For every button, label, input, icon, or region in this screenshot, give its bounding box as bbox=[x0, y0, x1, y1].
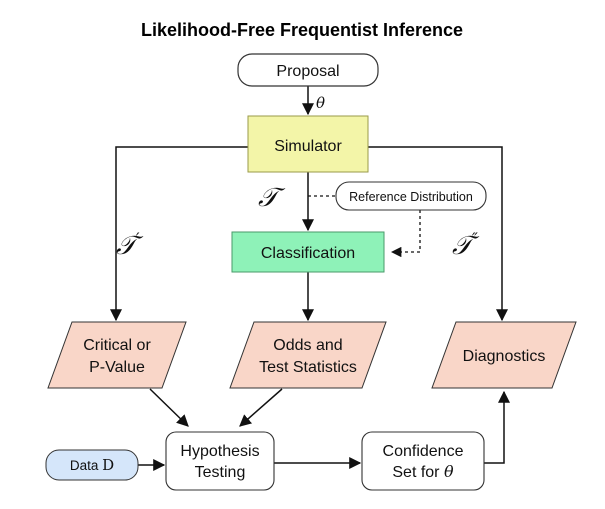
edge-label-theta: θ bbox=[316, 94, 325, 112]
theta-symbol: θ bbox=[444, 462, 454, 481]
edge-simulator-critical bbox=[110, 146, 248, 322]
node-critical-label-1: Critical or bbox=[83, 337, 151, 354]
node-classification: Classification bbox=[231, 231, 385, 273]
data-symbol: D bbox=[102, 456, 114, 474]
node-confidence: Confidence Set for θ bbox=[361, 431, 485, 491]
prime-mark: ′ bbox=[136, 229, 140, 248]
node-hypothesis-label-2: Testing bbox=[195, 464, 246, 481]
edge-odds-hypothesis bbox=[239, 388, 283, 427]
node-classification-box bbox=[231, 231, 385, 273]
node-simulator: Simulator bbox=[247, 115, 369, 173]
diagram-title: Likelihood-Free Frequentist Inference bbox=[141, 20, 463, 40]
node-diagnostics: Diagnostics bbox=[431, 321, 577, 389]
node-odds: Odds and Test Statistics bbox=[229, 321, 387, 389]
node-confidence-label-2: Set for θ bbox=[392, 462, 454, 481]
node-odds-shape bbox=[229, 321, 387, 389]
double-prime-mark: ″ bbox=[472, 229, 478, 248]
edge-label-t: 𝒯 bbox=[258, 183, 286, 213]
edge-confidence-diagnostics bbox=[484, 390, 510, 464]
node-diagnostics-label: Diagnostics bbox=[463, 348, 546, 365]
node-critical-label-2: P-Value bbox=[89, 359, 145, 376]
node-data-label: Data D bbox=[70, 456, 114, 474]
node-proposal: Proposal bbox=[237, 53, 379, 87]
node-odds-label-2: Test Statistics bbox=[259, 359, 357, 376]
node-odds-label-1: Odds and bbox=[273, 337, 342, 354]
node-diagnostics-shape bbox=[431, 321, 577, 389]
node-reference-label: Reference Distribution bbox=[349, 190, 473, 204]
node-data-box bbox=[45, 449, 139, 481]
node-data: Data D bbox=[45, 449, 139, 481]
node-hypothesis-label-1: Hypothesis bbox=[180, 443, 259, 460]
edge-simulator-diagnostics bbox=[368, 146, 508, 322]
node-simulator-label: Simulator bbox=[274, 138, 342, 155]
node-critical-shape bbox=[47, 321, 187, 389]
node-reference: Reference Distribution bbox=[335, 181, 487, 211]
node-hypothesis: Hypothesis Testing bbox=[165, 431, 275, 491]
edge-label-t-double-prime: 𝒯″ bbox=[452, 229, 480, 261]
edges bbox=[110, 86, 510, 471]
node-confidence-label-1: Confidence bbox=[383, 443, 464, 460]
edge-label-t-prime: 𝒯′ bbox=[116, 229, 144, 261]
node-classification-label: Classification bbox=[261, 245, 355, 262]
node-proposal-label: Proposal bbox=[276, 63, 339, 80]
node-critical: Critical or P-Value bbox=[47, 321, 187, 389]
edge-dashed-reference-classification bbox=[390, 210, 421, 258]
node-simulator-box bbox=[247, 115, 369, 173]
edge-critical-hypothesis bbox=[149, 388, 189, 427]
